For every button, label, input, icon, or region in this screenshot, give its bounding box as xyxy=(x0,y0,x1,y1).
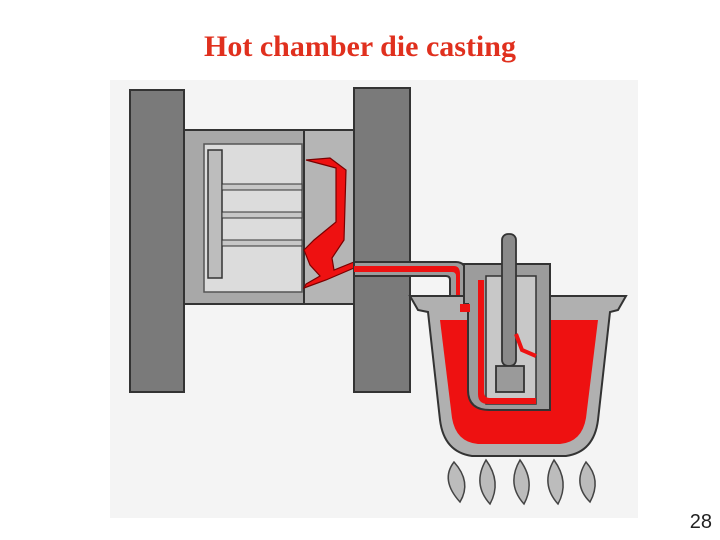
die-casting-diagram xyxy=(110,80,638,518)
slide-title: Hot chamber die casting xyxy=(204,30,516,63)
burner-flames xyxy=(447,458,596,506)
stationary-platen xyxy=(353,87,411,393)
ejector-platen xyxy=(129,89,185,393)
plunger-head xyxy=(495,365,525,393)
nozzle-metal-channel xyxy=(354,266,460,312)
die-cavity-metal xyxy=(302,157,355,290)
plunger-rod xyxy=(501,233,517,367)
ejector-plate xyxy=(207,149,223,279)
slide-number: 28 xyxy=(689,511,712,533)
